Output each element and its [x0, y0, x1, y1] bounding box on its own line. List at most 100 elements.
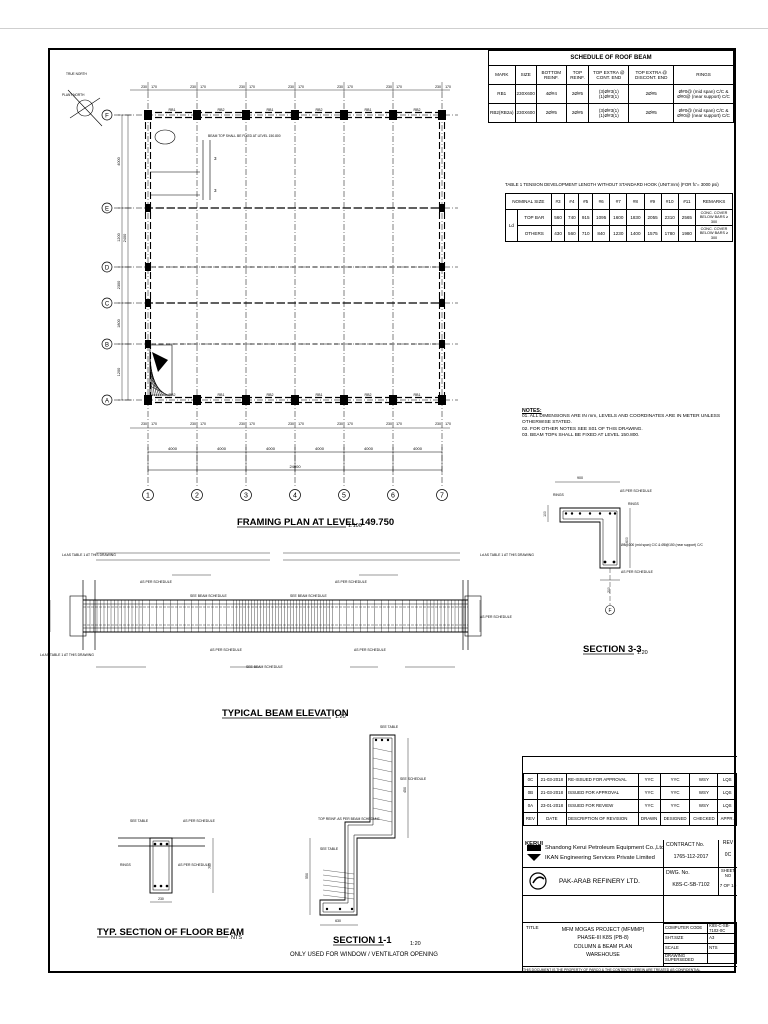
- grid-col-label: 7: [440, 493, 444, 500]
- section-outline: [559, 507, 621, 569]
- sec-label: SEE TABLE: [320, 847, 339, 851]
- elev-label: Ld AS TABLE 1 AT THIS DRAWING: [62, 553, 116, 557]
- column-mark: [439, 204, 445, 212]
- dev-cell: 2310: [660, 209, 679, 226]
- title-line: MFM MOGAS PROJECT (MFMMP): [561, 927, 645, 933]
- dev-cell: 560: [550, 209, 566, 226]
- dim-text: 230: [288, 422, 294, 426]
- bay-dim: 4000: [266, 446, 276, 451]
- beam-label: RB2: [414, 108, 421, 112]
- meta-value: K8S-C-SB-7102-0C: [707, 922, 737, 935]
- schedule-title: SCHEDULE OF ROOF BEAM: [488, 50, 734, 66]
- column-mark: [145, 340, 151, 348]
- schedule-cell: Ø#0@ (mid span) C/C & Ø#0@ (near support…: [673, 103, 734, 123]
- hatch-line: [372, 777, 393, 783]
- dwg-label: DWG. No.: [666, 870, 690, 876]
- dim-text: 230: [435, 422, 441, 426]
- column-mark: [438, 395, 446, 405]
- plan-title: FRAMING PLAN AT LEVEL 149.750: [237, 517, 394, 528]
- north-arrow-icon: [76, 99, 94, 117]
- floor-section-scale: NTS: [231, 935, 242, 941]
- dev-cell: 430: [550, 225, 566, 242]
- grid-bubble: [605, 605, 615, 615]
- schedule-cell: 230X600: [514, 103, 537, 123]
- sec-dim: 200: [607, 587, 611, 593]
- dim-text: 230: [239, 422, 245, 426]
- grid-col-label: 6: [391, 493, 395, 500]
- rev-value: 0C: [724, 852, 732, 858]
- sec-label: TOP REINF. AS PER BEAM SCHEDULE: [318, 817, 380, 821]
- rebar-dot: [386, 738, 390, 742]
- column-mark: [144, 110, 152, 120]
- client-row: PAK-ARAB REFINERY LTD.: [523, 868, 663, 896]
- rebar-dot: [159, 884, 163, 888]
- column-mark: [438, 110, 446, 120]
- column-mark: [242, 395, 250, 405]
- title-line: COLUMN & BEAM PLAN: [573, 943, 633, 950]
- grid-bubble: [101, 297, 113, 309]
- schedule-cell: (3)Ø#3(1)(1)Ø#3(1): [588, 84, 630, 104]
- revision-cell: 23-01-2018: [536, 799, 567, 813]
- contractor-row: KERUI Shandong Kerui Petroleum Equipment…: [523, 840, 665, 868]
- hatch-line: [149, 357, 155, 397]
- sec-dim: 230: [158, 897, 164, 901]
- hatch-line: [322, 884, 355, 890]
- column-mark: [439, 263, 445, 271]
- plan-note: BEAM TOP SHALL BE FIXED AT LEVEL 150.800: [208, 134, 281, 138]
- schedule-header: BOTTOM REINF.: [535, 65, 567, 85]
- kerui-mark: KERUI: [525, 841, 544, 847]
- drawing-sheet-border: [48, 48, 736, 973]
- row-dim: 4000: [117, 157, 121, 165]
- beam-label: RB1: [218, 393, 225, 397]
- beam-label: RB2: [267, 393, 274, 397]
- meta-value: NTS: [707, 942, 737, 954]
- section-outline: [319, 734, 396, 916]
- bay-dim: 4000: [315, 446, 325, 451]
- schedule-cell: Ø#0@ (mid span) C/C & Ø#0@ (near support…: [673, 84, 734, 104]
- schedule-cell: 4Ø#4: [535, 84, 567, 104]
- dim-text: 230: [190, 422, 196, 426]
- dev-header: NOMINAL SIZE: [505, 193, 552, 210]
- company-name-1: Shandong Kerui Petroleum Equipment Co.,L…: [545, 845, 665, 851]
- dev-cell: CONC. COVER BELOW BARS ≥ 300: [695, 225, 733, 242]
- grid-row-label: C: [105, 301, 110, 307]
- dim-text: 230: [190, 85, 196, 89]
- hatch-line: [372, 757, 393, 763]
- sheet-value: 7 OF 10: [719, 883, 737, 888]
- dim-text: 230: [239, 85, 245, 89]
- dev-cell: 740: [564, 209, 580, 226]
- grid-col-label: 2: [195, 493, 199, 500]
- schedule-header: SIZE: [514, 65, 537, 85]
- grid-row-label: D: [105, 265, 110, 271]
- grid-row-label: B: [105, 342, 109, 348]
- dim-text: 170: [249, 85, 255, 89]
- dim-text: 170: [347, 422, 353, 426]
- revision-header: APPR.: [717, 812, 737, 826]
- schedule-header: RINGS: [673, 65, 734, 85]
- contract-label: CONTRACT No.: [666, 842, 705, 848]
- hatch-line: [372, 807, 393, 813]
- column-mark: [144, 395, 152, 405]
- sec-label: Ø8@300 (mid span) C/C & Ø8@150 (near sup…: [621, 543, 703, 547]
- plan-scale: 1:100: [348, 523, 362, 529]
- dim-text: 170: [396, 85, 402, 89]
- column-mark: [439, 299, 445, 307]
- beam-label: RB1: [316, 393, 323, 397]
- sec-dim: 630: [335, 919, 341, 923]
- grid-bubble: [191, 489, 203, 501]
- dim-text: 170: [200, 85, 206, 89]
- schedule-header: TOP EXTRA @ CONT. END: [588, 65, 630, 85]
- support-column: [464, 595, 482, 637]
- sec-label: AS PER SCHEDULE: [620, 489, 653, 493]
- kerui-logo-icon: [526, 843, 542, 863]
- dev-cell: 2055: [643, 209, 662, 226]
